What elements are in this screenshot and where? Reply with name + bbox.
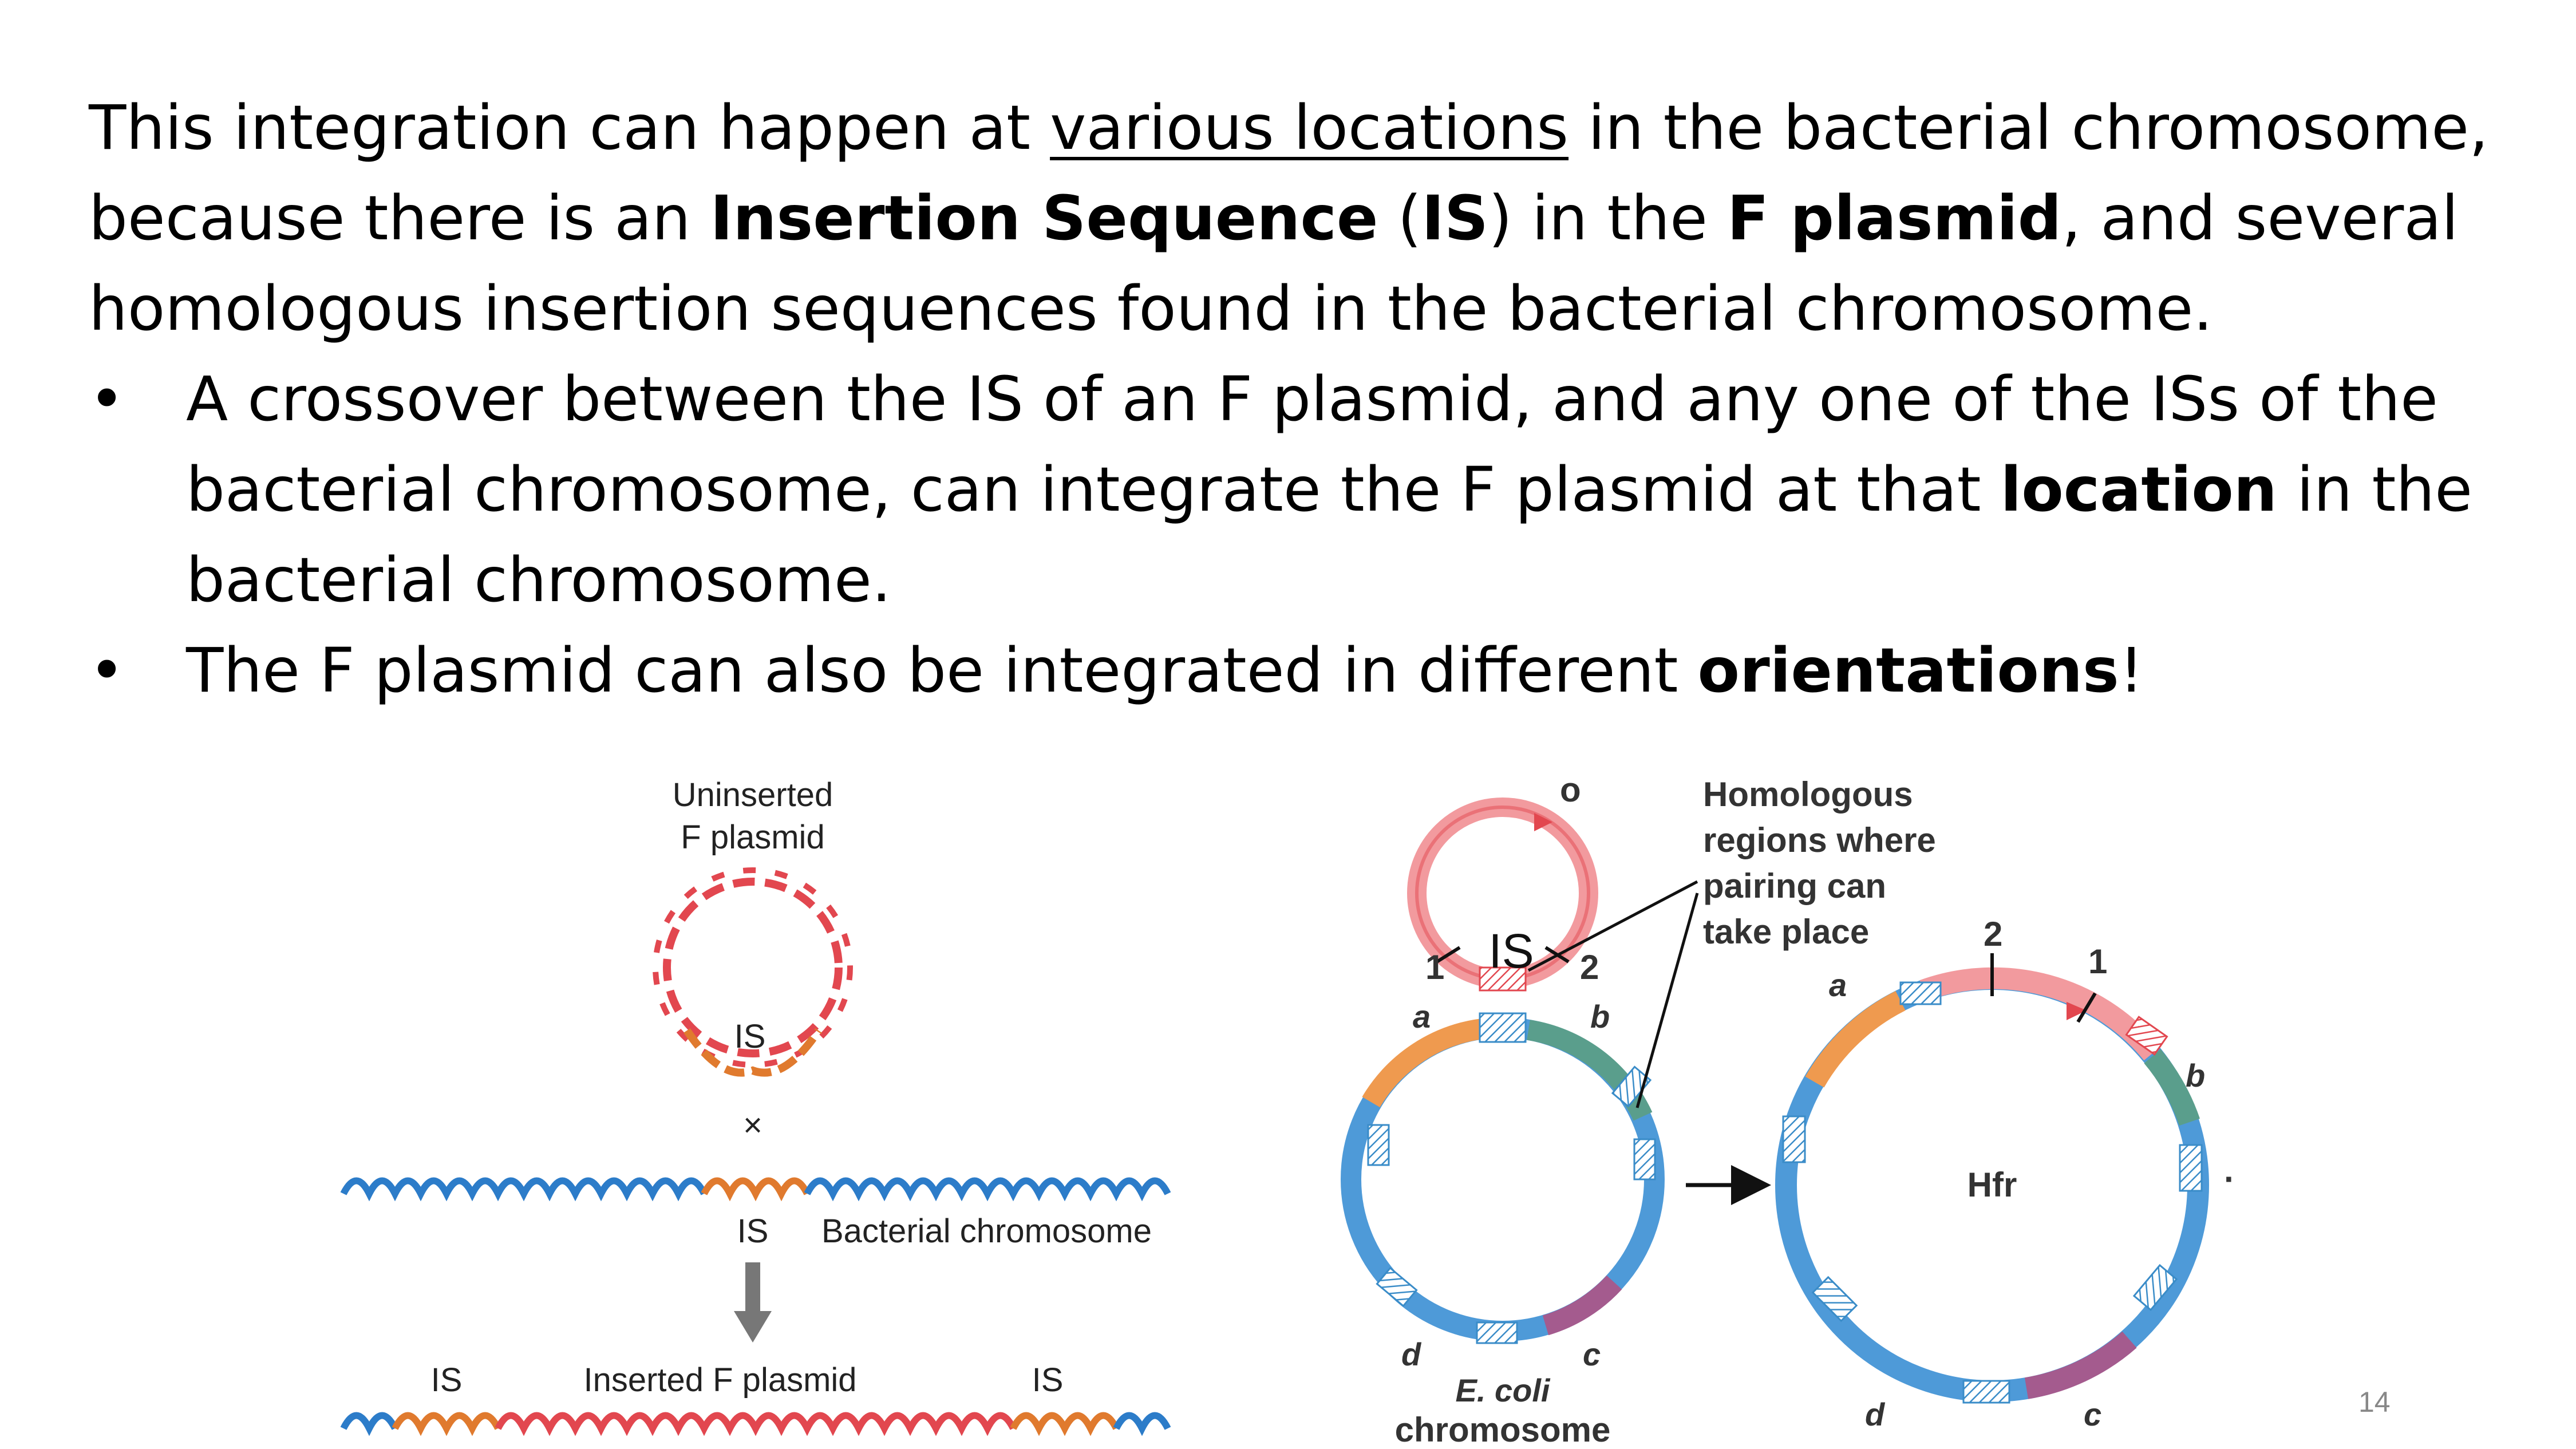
- num-2-label: 2: [1580, 948, 1599, 986]
- is-left-label: IS: [431, 1361, 463, 1399]
- is-chromosome-label: IS: [737, 1213, 769, 1250]
- homologous-label-4: take place: [1703, 913, 1869, 951]
- chromosome-label: chromosome: [1395, 1411, 1611, 1449]
- bold-text: orientations: [1697, 635, 2119, 706]
- text-run: The F plasmid can also be integrated in …: [186, 635, 1698, 706]
- underlined-text: various locations: [1050, 93, 1569, 164]
- homologous-label-1: Homologous: [1703, 775, 1913, 814]
- slide-text: This integration can happen at various l…: [89, 83, 2522, 716]
- hfr-origin-arrow: [2067, 1002, 2087, 1020]
- origin-label: o: [1560, 771, 1581, 809]
- bold-text: Insertion Sequence: [710, 183, 1378, 254]
- uninserted-plasmid: [653, 867, 853, 1077]
- intro-paragraph: This integration can happen at various l…: [89, 83, 2522, 354]
- tick-1: [1436, 946, 1461, 964]
- bold-text: location: [2000, 455, 2277, 526]
- pointer-line-1: [1527, 880, 1698, 972]
- hfr-num-1-label: 1: [2088, 942, 2107, 981]
- is-overlay-label: IS: [1488, 924, 1534, 978]
- bullet-marker: •: [89, 635, 125, 706]
- is-right-label: IS: [1032, 1361, 1064, 1399]
- bullet-item: • A crossover between the IS of an F plas…: [89, 354, 2522, 626]
- gene-d-label: d: [1401, 1336, 1422, 1372]
- text-run: (: [1378, 183, 1422, 254]
- text-run: ) in the: [1488, 183, 1728, 254]
- f-plasmid-ring: [1407, 797, 1598, 992]
- f-plasmid-label: F plasmid: [681, 819, 824, 856]
- right-figure: o IS 1 2 a b d c E. coli chromosome Homo…: [1341, 771, 2235, 1449]
- crossover-mark: ×: [743, 1107, 762, 1144]
- text-run: A crossover between the IS of an F plasm…: [186, 364, 2438, 526]
- uninserted-label: Uninserted: [673, 776, 833, 814]
- bold-text: IS: [1421, 183, 1489, 254]
- text-run: This integration can happen at: [89, 93, 1050, 164]
- text-run: !: [2119, 635, 2144, 706]
- gene-b-label: b: [1590, 998, 1610, 1035]
- hfr-gene-a-label: a: [1829, 967, 1847, 1003]
- ecoli-label: E. coli: [1456, 1372, 1551, 1408]
- bullet-item: • The F plasmid can also be integrated in…: [89, 626, 2522, 716]
- hfr-gene-c-label: c: [2084, 1396, 2101, 1432]
- page-number: 14: [2358, 1386, 2391, 1418]
- ecoli-chromosome-ring: [1341, 1012, 1665, 1344]
- pointer-line-2: [1635, 893, 1699, 1108]
- num-1-label: 1: [1425, 948, 1444, 986]
- inserted-dna: [340, 1412, 1171, 1436]
- hfr-gene-b-label: b: [2186, 1057, 2205, 1093]
- left-figure: Uninserted F plasmid IS × IS Bacterial c…: [340, 776, 1171, 1436]
- inserted-f-plasmid-label: Inserted F plasmid: [583, 1361, 856, 1399]
- bullet-marker: •: [89, 364, 125, 435]
- text-run: in the bacterial chromosome.: [186, 455, 2473, 616]
- homologous-label-3: pairing can: [1703, 867, 1886, 905]
- bacterial-chromosome-dna: [340, 1177, 1171, 1202]
- gene-a-label: a: [1413, 998, 1431, 1035]
- text-run: , and several homologous insertion seque…: [89, 183, 2459, 345]
- bold-text: F plasmid: [1727, 183, 2062, 254]
- dot-mark: ·: [2224, 1160, 2235, 1198]
- hfr-tick-1: [2076, 992, 2097, 1023]
- down-arrow: [734, 1262, 772, 1343]
- hfr-label: Hfr: [1967, 1166, 2017, 1204]
- gene-c-label: c: [1583, 1336, 1601, 1372]
- origin-arrow: [1534, 813, 1552, 831]
- homologous-label-2: regions where: [1703, 821, 1936, 859]
- bacterial-chromosome-label: Bacterial chromosome: [821, 1213, 1152, 1250]
- is-plasmid-label: IS: [734, 1018, 766, 1055]
- hfr-num-2-label: 2: [1984, 915, 2002, 953]
- hfr-gene-d-label: d: [1865, 1396, 1886, 1432]
- text-run: in the bacterial chromosome, because the…: [89, 93, 2489, 254]
